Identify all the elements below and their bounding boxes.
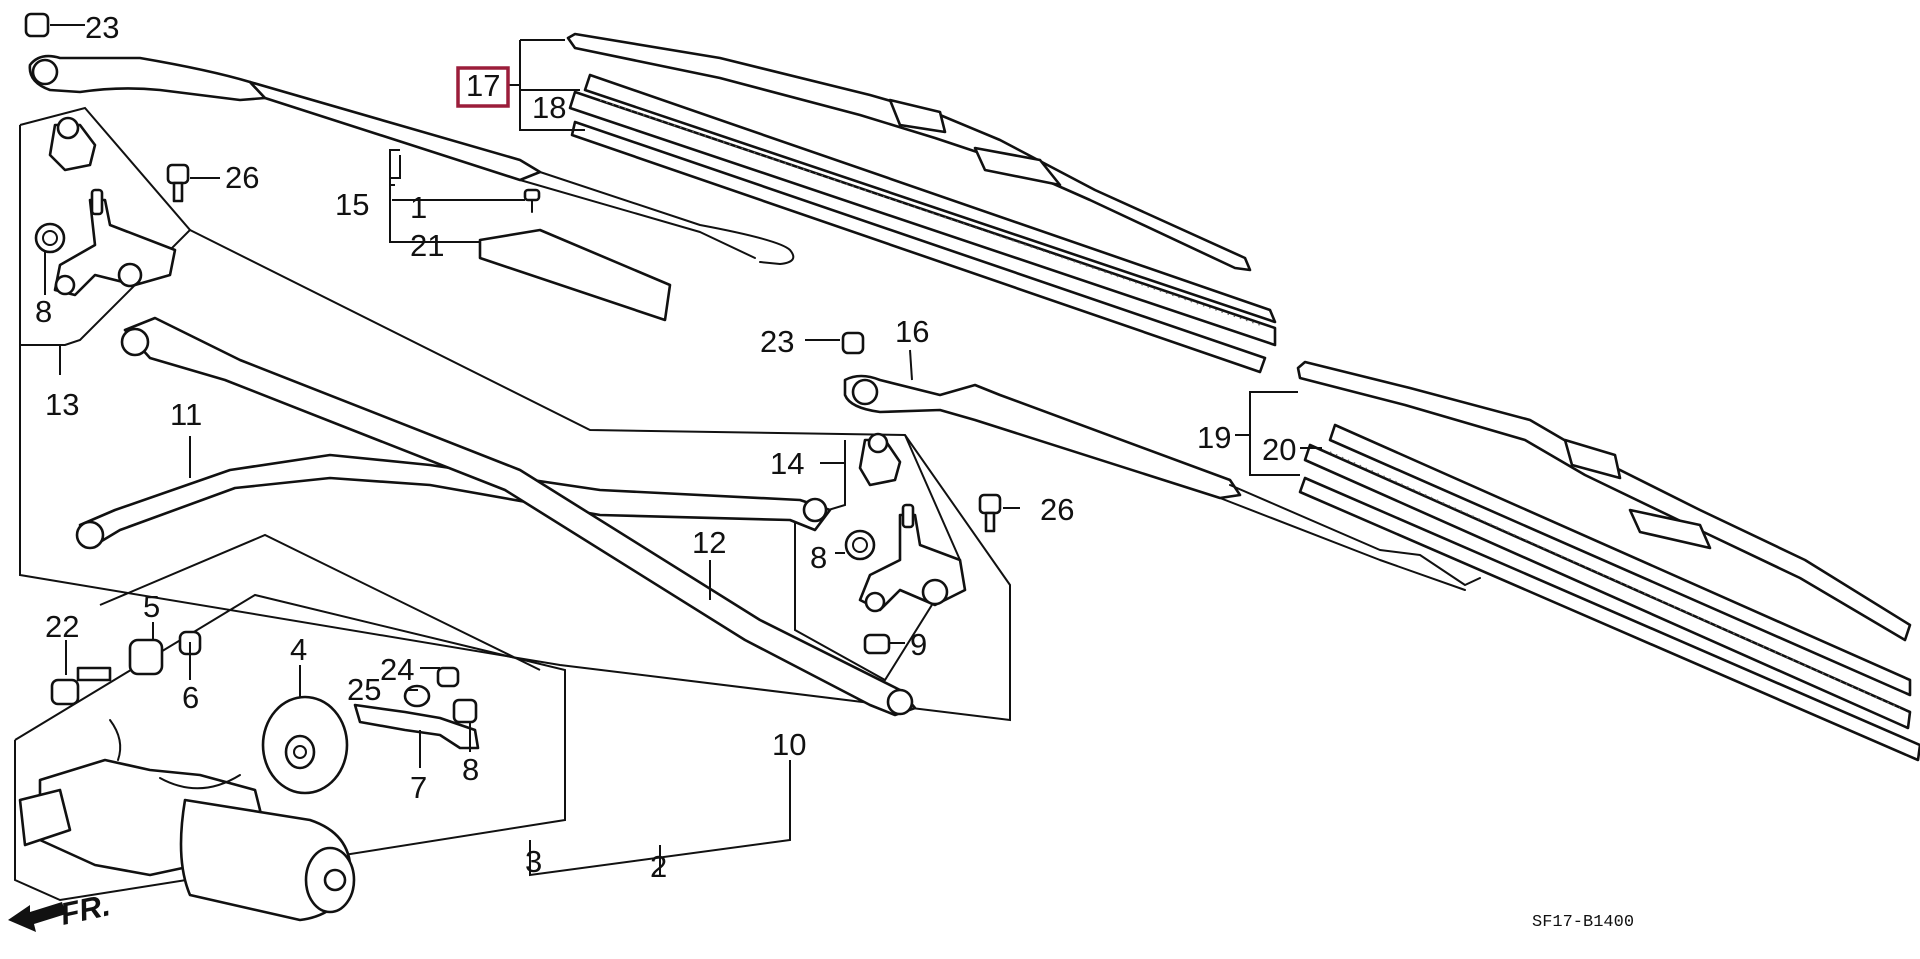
callout-7: 7 [410,770,427,805]
nut-23-mid [841,331,865,355]
callout-18: 18 [532,90,566,125]
callout-20: 20 [1262,432,1296,467]
bolt-26-top [166,163,190,203]
callout-23: 23 [85,10,119,45]
assembly-outline-3 [14,593,566,902]
nut-9 [863,633,891,655]
callout-10: 10 [772,727,806,762]
callout-5: 5 [143,589,160,624]
callout-9: 9 [910,627,927,662]
highlight-box-17 [456,66,510,108]
pivot-14 [858,432,967,613]
link-rod-11 [75,453,832,550]
callout-13: 13 [45,387,79,422]
callout-8: 8 [810,540,827,575]
nut-8-bottom [452,698,478,724]
callout-24: 24 [380,652,414,687]
callout-15: 15 [335,187,369,222]
cap-21 [478,228,672,322]
motor-crank-4 [261,695,349,795]
callout-26: 26 [225,160,259,195]
callout-25: 25 [347,672,381,707]
grommet-8-mid [844,529,876,561]
callout-12: 12 [692,525,726,560]
callout-3: 3 [525,844,542,879]
callout-6: 6 [182,680,199,715]
callout-17: 17 [466,68,500,103]
assembly-outline-3b [99,533,541,671]
nut-24 [436,666,460,688]
bushing-5 [128,638,164,676]
callout-4: 4 [290,632,307,667]
link-rod-12 [120,316,917,717]
callout-labels: 23 26 15 1 21 17 18 8 13 11 16 23 19 20 … [35,10,1634,932]
pivot-13 [48,116,177,297]
front-label: FR. [57,887,113,932]
callout-19: 19 [1197,420,1231,455]
callout-1: 1 [410,190,427,225]
grommet-8-left [34,222,66,254]
bolt-22 [50,666,112,706]
callout-8: 8 [462,752,479,787]
right-wiper-arm [843,374,1481,591]
callout-23: 23 [760,324,794,359]
callout-22: 22 [45,609,79,644]
callout-2: 2 [650,849,667,884]
callout-21: 21 [410,228,444,263]
bolt-26-mid [978,493,1002,533]
leader-lines [44,39,1322,877]
callout-8: 8 [35,294,52,329]
callout-14: 14 [770,446,804,481]
left-wiper-arm [28,54,795,265]
front-arrow-icon [8,902,66,932]
callout-26: 26 [1040,492,1074,527]
wiper-motor [18,719,356,922]
diagram-code: SF17-B1400 [1532,913,1634,932]
nut-23-top [24,12,85,38]
callout-16: 16 [895,314,929,349]
wiper-blade-19 [1296,360,1920,762]
screw-1 [523,188,541,213]
callout-11: 11 [170,397,202,432]
assembly-outline-10 [19,229,1011,722]
wiper-blade-17 [566,32,1277,374]
